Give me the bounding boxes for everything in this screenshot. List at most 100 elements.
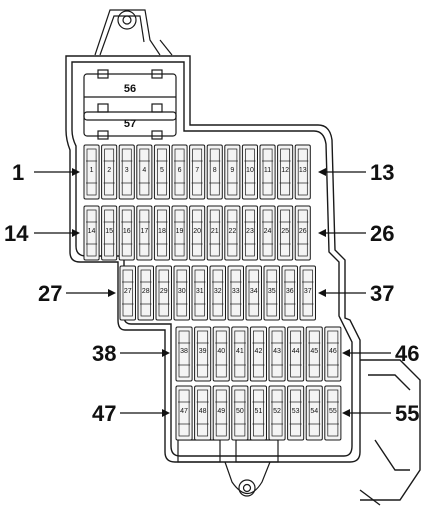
fuse-1: 1 [83, 144, 100, 200]
fuse-29: 29 [155, 265, 172, 321]
fuse-34: 34 [245, 265, 262, 321]
fuse-4: 4 [136, 144, 153, 200]
fuse-number-46: 46 [329, 348, 337, 355]
fuse-32: 32 [209, 265, 226, 321]
fuse-2: 2 [101, 144, 118, 200]
fuse-number-36: 36 [286, 288, 294, 295]
fuse-10: 10 [241, 144, 258, 200]
fuse-31: 31 [191, 265, 208, 321]
fuse-number-27: 27 [124, 288, 132, 295]
fuse-52: 52 [268, 385, 286, 441]
callout-label-14: 14 [4, 221, 29, 246]
fuse-15: 15 [101, 205, 118, 261]
fuse-number-13: 13 [299, 167, 307, 174]
fuse-21: 21 [206, 205, 223, 261]
callout-arrowhead-55 [342, 409, 350, 417]
fuse-row-3: 27 28 29 30 31 32 33 34 35 36 37 [119, 265, 316, 321]
fuse-30: 30 [173, 265, 190, 321]
fuse-number-24: 24 [264, 228, 272, 235]
callout-arrowhead-26 [318, 229, 326, 237]
fuse-number-21: 21 [211, 228, 219, 235]
fuse-number-52: 52 [273, 408, 281, 415]
callout-arrowhead-46 [342, 349, 350, 357]
fuse-number-1: 1 [90, 167, 94, 174]
fuse-number-44: 44 [292, 348, 300, 355]
fuse-number-31: 31 [196, 288, 204, 295]
fuse-38: 38 [175, 326, 193, 382]
fuse-37: 37 [299, 265, 316, 321]
fuse-number-18: 18 [158, 228, 166, 235]
fuse-number-28: 28 [142, 288, 150, 295]
fuse-number-7: 7 [195, 167, 199, 174]
fuse-number-25: 25 [281, 228, 289, 235]
fuse-18: 18 [153, 205, 170, 261]
fuse-number-29: 29 [160, 288, 168, 295]
fuse-43: 43 [268, 326, 286, 382]
fuse-16: 16 [118, 205, 135, 261]
fuse-27: 27 [119, 265, 136, 321]
callout-arrowhead-14 [72, 229, 80, 237]
fuse-8: 8 [206, 144, 223, 200]
callout-label-47: 47 [92, 401, 116, 426]
fuse-number-54: 54 [310, 408, 318, 415]
fuse-number-2: 2 [107, 167, 111, 174]
fuse-number-55: 55 [329, 408, 337, 415]
fuse-number-41: 41 [236, 348, 244, 355]
fuse-19: 19 [171, 205, 188, 261]
fuse-51: 51 [249, 385, 267, 441]
fuse-13: 13 [294, 144, 311, 200]
fuse-number-48: 48 [199, 408, 207, 415]
fuse-26: 26 [294, 205, 311, 261]
fuse-39: 39 [194, 326, 212, 382]
callout-arrowhead-38 [162, 349, 170, 357]
fuse-7: 7 [189, 144, 206, 200]
callout-label-37: 37 [370, 281, 394, 306]
fuse-number-9: 9 [230, 167, 234, 174]
callout-arrowhead-47 [162, 409, 170, 417]
fuse-number-6: 6 [178, 167, 182, 174]
fuse-35: 35 [263, 265, 280, 321]
fuse-number-16: 16 [123, 228, 131, 235]
fuse-47: 47 [175, 385, 193, 441]
fuse-14: 14 [83, 205, 100, 261]
fuse-number-53: 53 [292, 408, 300, 415]
fuse-6: 6 [171, 144, 188, 200]
fuse-number-37: 37 [304, 288, 312, 295]
fuse-28: 28 [137, 265, 154, 321]
relay-56-label: 56 [124, 83, 136, 95]
fuse-41: 41 [231, 326, 249, 382]
fuse-number-23: 23 [246, 228, 254, 235]
callout-label-27: 27 [38, 281, 62, 306]
fuse-number-47: 47 [180, 408, 188, 415]
fuse-number-12: 12 [281, 167, 289, 174]
fuse-number-8: 8 [213, 167, 217, 174]
fuse-number-33: 33 [232, 288, 240, 295]
fuse-number-30: 30 [178, 288, 186, 295]
fuse-number-51: 51 [255, 408, 263, 415]
fuse-number-4: 4 [142, 167, 146, 174]
fuse-number-49: 49 [217, 408, 225, 415]
fuse-9: 9 [224, 144, 241, 200]
fuse-number-19: 19 [176, 228, 184, 235]
fuse-number-34: 34 [250, 288, 258, 295]
fuse-53: 53 [287, 385, 305, 441]
fuse-54: 54 [305, 385, 323, 441]
fuse-33: 33 [227, 265, 244, 321]
callout-label-55: 55 [395, 401, 419, 426]
fuse-number-38: 38 [180, 348, 188, 355]
callout-label-1: 1 [12, 160, 24, 185]
fuse-49: 49 [212, 385, 230, 441]
callout-arrowhead-13 [318, 168, 326, 176]
fuse-number-5: 5 [160, 167, 164, 174]
fuse-36: 36 [281, 265, 298, 321]
fuse-number-42: 42 [255, 348, 263, 355]
fuse-40: 40 [212, 326, 230, 382]
fuse-25: 25 [277, 205, 294, 261]
fuse-number-35: 35 [268, 288, 276, 295]
fuse-17: 17 [136, 205, 153, 261]
fuse-number-14: 14 [88, 228, 96, 235]
fuse-45: 45 [305, 326, 323, 382]
fuse-number-22: 22 [228, 228, 236, 235]
